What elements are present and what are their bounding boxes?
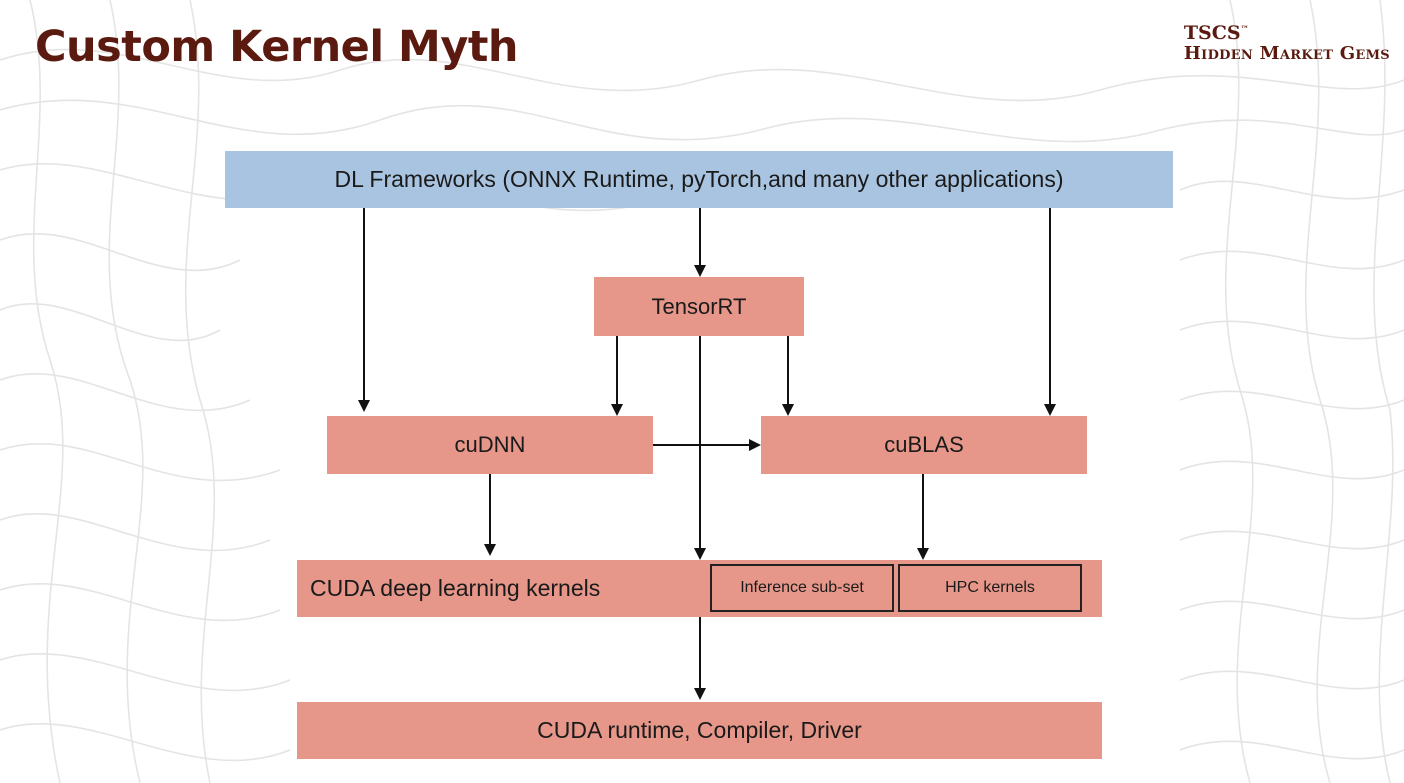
trademark-symbol: ™ <box>1240 23 1249 34</box>
tensorrt-box: TensorRT <box>594 277 804 336</box>
hpc-kernels-box: HPC kernels <box>898 564 1082 612</box>
cublas-box: cuBLAS <box>761 416 1087 474</box>
cuda-runtime-box: CUDA runtime, Compiler, Driver <box>297 702 1102 759</box>
cuda-kernels-box: CUDA deep learning kernels <box>297 560 1102 617</box>
brand-name: TSCS™ <box>1183 22 1249 44</box>
brand-logo: TSCS™ Hidden Market Gems <box>1184 24 1390 63</box>
dl-frameworks-box: DL Frameworks (ONNX Runtime, pyTorch,and… <box>225 151 1173 208</box>
cudnn-box: cuDNN <box>327 416 653 474</box>
inference-subset-box: Inference sub-set <box>710 564 894 612</box>
brand-tagline: Hidden Market Gems <box>1183 43 1390 64</box>
slide-title: Custom Kernel Myth <box>35 22 519 72</box>
